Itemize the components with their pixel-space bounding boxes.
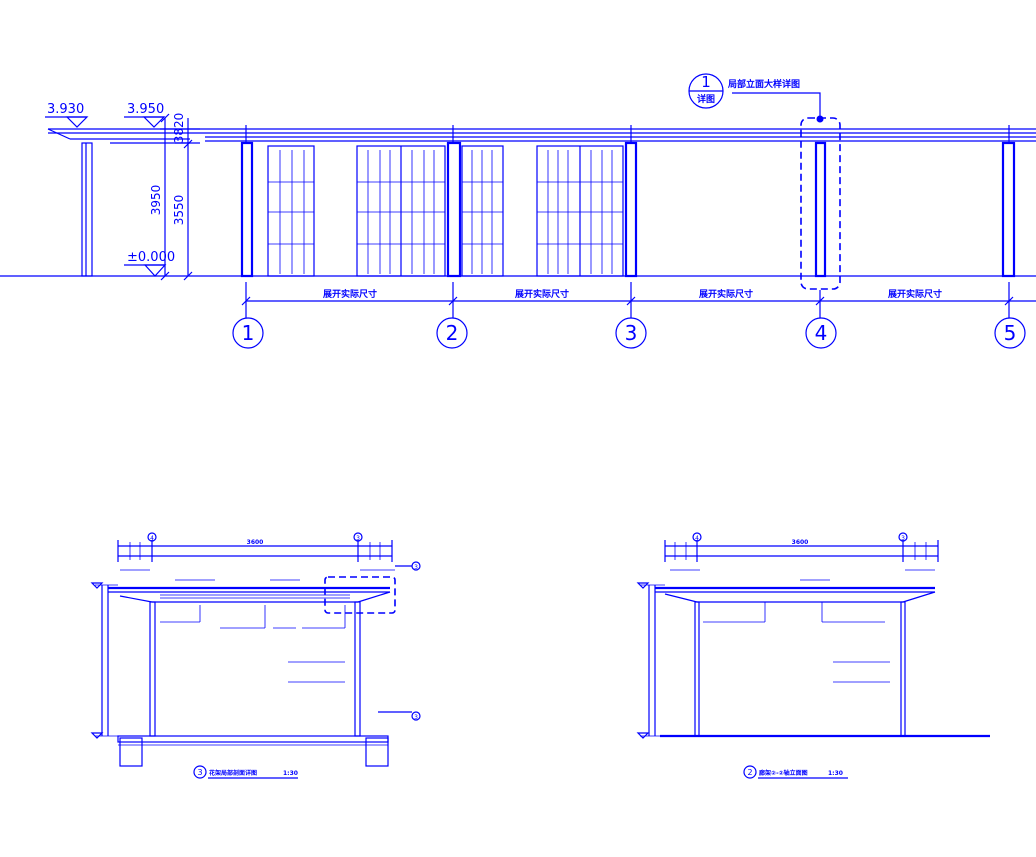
level-3930: 3.930 (47, 102, 84, 117)
column-axis-4 (814, 141, 827, 278)
right-axis-a: 4 (695, 535, 699, 542)
section-left-drawing: 3600 4 3 3 (90, 532, 421, 779)
span-label-3: 展开实际尺寸 (699, 288, 753, 300)
column-axis-5 (1001, 141, 1016, 278)
axis-label-5: 5 (1004, 321, 1017, 345)
left-axis-b: 3 (356, 535, 360, 542)
dim-3550: 3550 (172, 195, 186, 226)
left-leader-notes (160, 605, 346, 683)
level-markers: 3.930 3.950 ±0.000 (45, 102, 175, 277)
panel-b (356, 145, 446, 277)
axis-label-3: 3 (625, 321, 638, 345)
right-section-title: 廊架②-②轴立面图 (759, 769, 808, 777)
right-title-number: 2 (747, 768, 752, 777)
roof-eave-slope (47, 128, 71, 140)
columns (240, 125, 1016, 278)
dim-3820: 3820 (172, 113, 186, 144)
right-section-scale: 1:30 (828, 770, 843, 777)
detail-callout: 1 详图 局部立面大样详图 (688, 73, 800, 109)
right-overall-dim: 3600 (792, 539, 809, 546)
left-callout-top: 3 (414, 564, 418, 571)
panel-group (267, 145, 624, 277)
axis-label-2: 2 (446, 321, 459, 345)
panel-c (461, 145, 504, 277)
span-label-2: 展开实际尺寸 (515, 288, 569, 300)
callout-sheet: 详图 (697, 93, 715, 105)
section-right-drawing: 3600 4 3 2 廊架②-②轴立面图 1:30 (636, 532, 990, 779)
axis-bubbles: 1 2 3 4 5 (232, 317, 1026, 349)
left-section-scale: 1:30 (283, 770, 298, 777)
left-section-title: 花架局部剖面详图 (209, 769, 257, 777)
left-title-number: 3 (197, 768, 202, 777)
left-overall-dim: 3600 (247, 539, 264, 546)
level-zero: ±0.000 (127, 250, 175, 265)
axis-label-4: 4 (815, 321, 828, 345)
detail-leader (732, 92, 821, 119)
vertical-dimensions: 3950 3550 3820 (149, 113, 200, 281)
dim-3950: 3950 (149, 185, 163, 216)
span-dimensions: 展开实际尺寸 展开实际尺寸 展开实际尺寸 展开实际尺寸 (241, 282, 1036, 318)
span-label-1: 展开实际尺寸 (323, 288, 377, 300)
elevation-drawing: 1 详图 局部立面大样详图 3.930 3.950 ±0.000 (0, 73, 1036, 349)
panel-d (536, 145, 624, 277)
callout-label: 局部立面大样详图 (728, 78, 800, 90)
column-axis-1 (240, 141, 254, 278)
callout-number: 1 (701, 73, 711, 91)
left-callout-bottom: 3 (414, 714, 418, 721)
span-label-4: 展开实际尺寸 (888, 288, 942, 300)
column-axis-2 (446, 141, 462, 278)
end-post-left (81, 142, 93, 277)
panel-a (267, 145, 315, 277)
left-axis-a: 4 (150, 535, 154, 542)
right-axis-b: 3 (901, 535, 905, 542)
column-axis-3 (624, 141, 638, 278)
level-3950: 3.950 (127, 102, 164, 117)
axis-label-1: 1 (242, 321, 255, 345)
